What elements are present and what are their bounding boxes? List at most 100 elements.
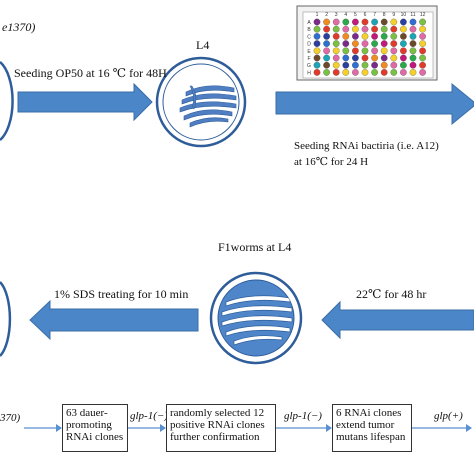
left-dish-partial-top	[0, 61, 14, 141]
plate-well	[400, 61, 407, 69]
plate-well	[361, 69, 369, 76]
plate-well	[390, 33, 398, 40]
plate-well	[380, 40, 388, 47]
plate-well	[400, 40, 407, 47]
plate-well	[371, 61, 378, 69]
box1-line3: RNAi clones	[66, 431, 124, 443]
dish-l4-top	[155, 56, 247, 148]
plate-well	[332, 33, 340, 40]
box2-line1: randomly selected 12	[170, 407, 265, 419]
plate-well	[371, 69, 378, 76]
arrow-22c-label: 22℃ for 48 hr	[356, 287, 427, 301]
plate-col-label: 2	[325, 12, 328, 18]
arrow-seeding-op50	[17, 82, 153, 122]
plate-well	[323, 54, 330, 62]
arrow-22c-48hr	[321, 300, 474, 340]
plate-well	[419, 33, 426, 40]
box1-line1: 63 dauer-	[66, 407, 108, 419]
plate-well	[313, 47, 321, 55]
plate-well	[323, 25, 330, 33]
plate-well	[361, 54, 369, 62]
plate-well	[371, 54, 378, 62]
arrow-seeding-rnai	[275, 82, 474, 126]
plate-col-label: 4	[344, 12, 347, 18]
plate-well	[390, 18, 398, 26]
plate-well	[380, 18, 388, 26]
plate-col-label: 7	[373, 12, 376, 18]
plate-well	[390, 47, 398, 55]
plate-well	[409, 25, 417, 33]
plate-well	[352, 40, 359, 47]
plate-well	[409, 40, 417, 47]
bottom-start-label: 370)	[0, 412, 21, 424]
plate-well	[332, 54, 340, 62]
plate-well	[332, 25, 340, 33]
dish-f1-l4	[209, 271, 303, 365]
plate-col-label: 11	[410, 12, 415, 18]
plate-well	[409, 33, 417, 40]
plate-wells	[313, 18, 426, 76]
plate-well	[409, 61, 417, 69]
strain-label: e1370)	[2, 20, 36, 34]
plate-well	[390, 40, 398, 47]
plate-col-label: 5	[354, 12, 357, 18]
plate-well	[419, 40, 426, 47]
plate-well	[342, 54, 350, 62]
plate-col-label: 12	[420, 12, 426, 18]
plate-col-label: 3	[335, 12, 338, 18]
arrow-seeding-rnai-label-line1: Seeding RNAi bactiria (i.e. A12)	[294, 140, 439, 152]
plate-well	[352, 33, 359, 40]
plate-well	[342, 69, 350, 76]
plate-col-label: 9	[392, 12, 395, 18]
box3-line1: 6 RNAi clones	[336, 407, 402, 419]
plate-well	[400, 69, 407, 76]
plate-well	[400, 33, 407, 40]
plate-well	[400, 18, 407, 26]
plate-row-label: G	[307, 63, 311, 69]
flow-arrows	[24, 424, 472, 432]
plate-well	[380, 33, 388, 40]
plate-well	[380, 69, 388, 76]
plate-well	[371, 25, 378, 33]
plate-well	[371, 40, 378, 47]
arrow-sds-treating	[29, 299, 199, 341]
arrow-seeding-op50-label: Seeding OP50 at 16 ℃ for 48H	[14, 66, 167, 80]
plate-well	[380, 61, 388, 69]
box2-line2: positive RNAi clones	[170, 419, 265, 431]
box1-line2: promoting	[66, 419, 112, 431]
plate-well	[323, 69, 330, 76]
plate-row-label: D	[307, 42, 311, 48]
arrow-seeding-rnai-label-line2: at 16℃ for 24 H	[294, 156, 369, 168]
plate-well	[419, 25, 426, 33]
box-randomly-selected-clones: randomly selected 12 positive RNAi clone…	[166, 404, 276, 452]
plate-well	[371, 47, 378, 55]
plate-well	[361, 40, 369, 47]
plate-well	[332, 47, 340, 55]
plate-well	[332, 18, 340, 26]
worms-middle	[221, 295, 293, 346]
plate-well	[390, 61, 398, 69]
plate-well	[380, 25, 388, 33]
plate-well	[400, 54, 407, 62]
plate-well	[419, 47, 426, 55]
plate-well	[323, 61, 330, 69]
plate-well	[400, 47, 407, 55]
plate-col-label: 8	[383, 12, 386, 18]
plate-well	[400, 25, 407, 33]
plate-well	[371, 33, 378, 40]
plate-well	[332, 40, 340, 47]
plate-well	[419, 61, 426, 69]
plate-well	[419, 69, 426, 76]
plate-well	[352, 18, 359, 26]
plate-well	[323, 47, 330, 55]
plate-well	[313, 54, 321, 62]
plate-well	[371, 18, 378, 26]
plate-well	[361, 33, 369, 40]
plate-well	[409, 69, 417, 76]
plate-well	[380, 47, 388, 55]
flow-arrow2-label: glp-1(−)	[284, 410, 322, 422]
box2-line3: further confirmation	[170, 431, 260, 443]
plate-col-label: 6	[364, 12, 367, 18]
